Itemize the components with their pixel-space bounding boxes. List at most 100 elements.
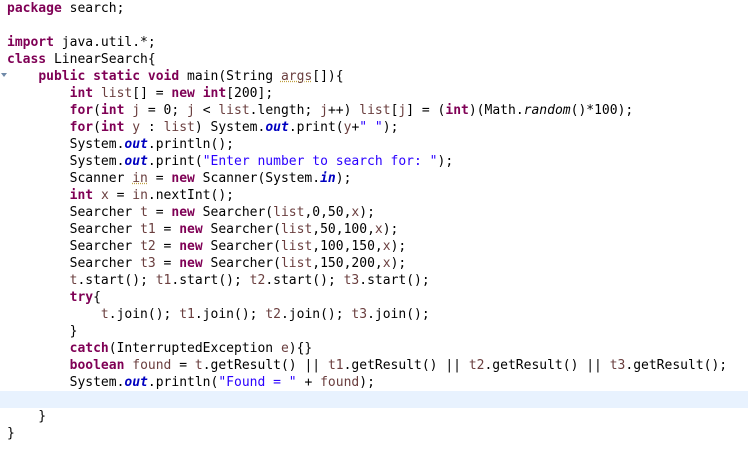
code-line[interactable]: for(int j = 0; j < list.length; j++) lis… xyxy=(7,102,634,119)
code-line[interactable]: catch(InterruptedException e){} xyxy=(7,340,313,357)
code-token: t3 xyxy=(351,307,368,322)
code-line[interactable]: Searcher t3 = new Searcher(list,150,200,… xyxy=(7,255,407,272)
code-token: System. xyxy=(7,137,125,152)
code-token: ()*100); xyxy=(570,103,634,118)
code-token: main(String xyxy=(179,69,281,84)
code-token: t1 xyxy=(140,222,156,237)
code-token: in xyxy=(132,171,148,186)
code-token: = 0; xyxy=(140,103,188,118)
code-line[interactable]: } xyxy=(7,408,46,425)
code-token: found xyxy=(132,358,172,373)
code-token: random xyxy=(523,103,571,118)
code-token xyxy=(7,86,70,101)
code-token: "Enter number to search for: " xyxy=(202,154,438,169)
code-token: " " xyxy=(359,120,383,135)
code-token: ++) xyxy=(327,103,360,118)
code-token: = xyxy=(171,358,195,373)
code-token: ,150,200, xyxy=(312,256,383,271)
code-line[interactable]: System.out.print("Enter number to search… xyxy=(7,153,454,170)
code-token: ); xyxy=(382,120,399,135)
code-token: for xyxy=(69,120,94,135)
code-line[interactable]: Scanner in = new Scanner(System.in); xyxy=(7,170,352,187)
code-token: int xyxy=(69,86,94,101)
code-line[interactable]: t.join(); t1.join(); t2.join(); t3.join(… xyxy=(7,306,430,323)
code-token: for xyxy=(69,103,94,118)
code-token: .join(); xyxy=(367,307,430,322)
code-token: j xyxy=(320,103,328,118)
code-token: out xyxy=(265,120,289,135)
code-token: list xyxy=(273,205,305,220)
code-line[interactable]: for(int y : list) System.out.print(y+" "… xyxy=(7,119,399,136)
code-line[interactable]: System.out.println(); xyxy=(7,136,234,153)
code-token: list xyxy=(163,120,195,135)
code-line[interactable]: System.out.println("Found = " + found); xyxy=(7,374,375,391)
code-token: } xyxy=(7,426,15,441)
code-token: + xyxy=(296,375,321,390)
code-token xyxy=(7,103,70,118)
fold-collapse-icon[interactable] xyxy=(1,73,7,77)
code-token: new xyxy=(171,171,195,186)
code-token: } xyxy=(7,324,78,339)
code-token: list xyxy=(280,256,313,271)
code-token xyxy=(7,290,70,305)
code-token: j xyxy=(132,103,141,118)
code-token: = xyxy=(155,256,180,271)
code-token: .print( xyxy=(288,120,344,135)
code-line[interactable]: Searcher t1 = new Searcher(list,50,100,x… xyxy=(7,221,399,238)
code-line[interactable]: Searcher t = new Searcher(list,0,50,x); xyxy=(7,204,375,221)
code-line[interactable]: boolean found = t.getResult() || t1.getR… xyxy=(7,357,728,374)
code-token: found xyxy=(320,375,360,390)
code-token: .getResult() || xyxy=(343,358,469,373)
code-token: new xyxy=(179,222,203,237)
code-line[interactable]: public static void main(String args[]){ xyxy=(7,68,343,85)
code-token: System. xyxy=(7,375,125,390)
code-token: int xyxy=(202,86,227,101)
code-token: t1 xyxy=(327,358,344,373)
code-token: .length; xyxy=(249,103,321,118)
code-line[interactable]: } xyxy=(7,425,15,442)
code-token: out xyxy=(124,375,148,390)
code-token: .join(); xyxy=(280,307,352,322)
code-token: Searcher xyxy=(7,205,141,220)
code-token: list xyxy=(218,103,250,118)
code-token: x xyxy=(382,239,391,254)
code-token: .start(); xyxy=(77,273,156,288)
code-token: try xyxy=(69,290,94,305)
code-token xyxy=(7,273,70,288)
code-token xyxy=(85,69,93,84)
code-token: t2 xyxy=(140,239,156,254)
code-line[interactable]: class LinearSearch{ xyxy=(7,51,156,68)
code-token: ){} xyxy=(288,341,313,356)
code-line[interactable]: package search; xyxy=(7,0,124,17)
code-token: y xyxy=(343,120,352,135)
code-line[interactable]: t.start(); t1.start(); t2.start(); t3.st… xyxy=(7,272,430,289)
code-line[interactable]: int list[] = new int[200]; xyxy=(7,85,274,102)
code-token xyxy=(7,69,38,84)
code-token: ); xyxy=(359,375,375,390)
code-token: int xyxy=(100,120,125,135)
code-token: Searcher xyxy=(7,239,141,254)
code-token: .start(); xyxy=(171,273,250,288)
code-token: ,50,100, xyxy=(312,222,375,237)
code-token: + xyxy=(351,120,360,135)
code-token: t2 xyxy=(468,358,485,373)
code-token: = xyxy=(155,239,180,254)
code-token: import xyxy=(7,35,54,50)
code-token: boolean xyxy=(69,358,125,373)
code-line[interactable]: Searcher t2 = new Searcher(list,100,150,… xyxy=(7,238,407,255)
code-line[interactable]: import java.util.*; xyxy=(7,34,156,51)
code-token: t2 xyxy=(249,273,266,288)
code-token: t3 xyxy=(140,256,156,271)
code-token: args xyxy=(280,69,313,84)
code-line[interactable]: try{ xyxy=(7,289,101,306)
code-token: search; xyxy=(61,1,125,16)
code-line[interactable]: int x = in.nextInt(); xyxy=(7,187,234,204)
code-token xyxy=(7,188,70,203)
code-token: list xyxy=(280,239,313,254)
code-line[interactable]: } xyxy=(7,323,78,340)
code-token: t xyxy=(194,358,203,373)
code-token: t3 xyxy=(609,358,626,373)
code-token: Searcher xyxy=(7,222,141,237)
code-token: y xyxy=(132,120,141,135)
